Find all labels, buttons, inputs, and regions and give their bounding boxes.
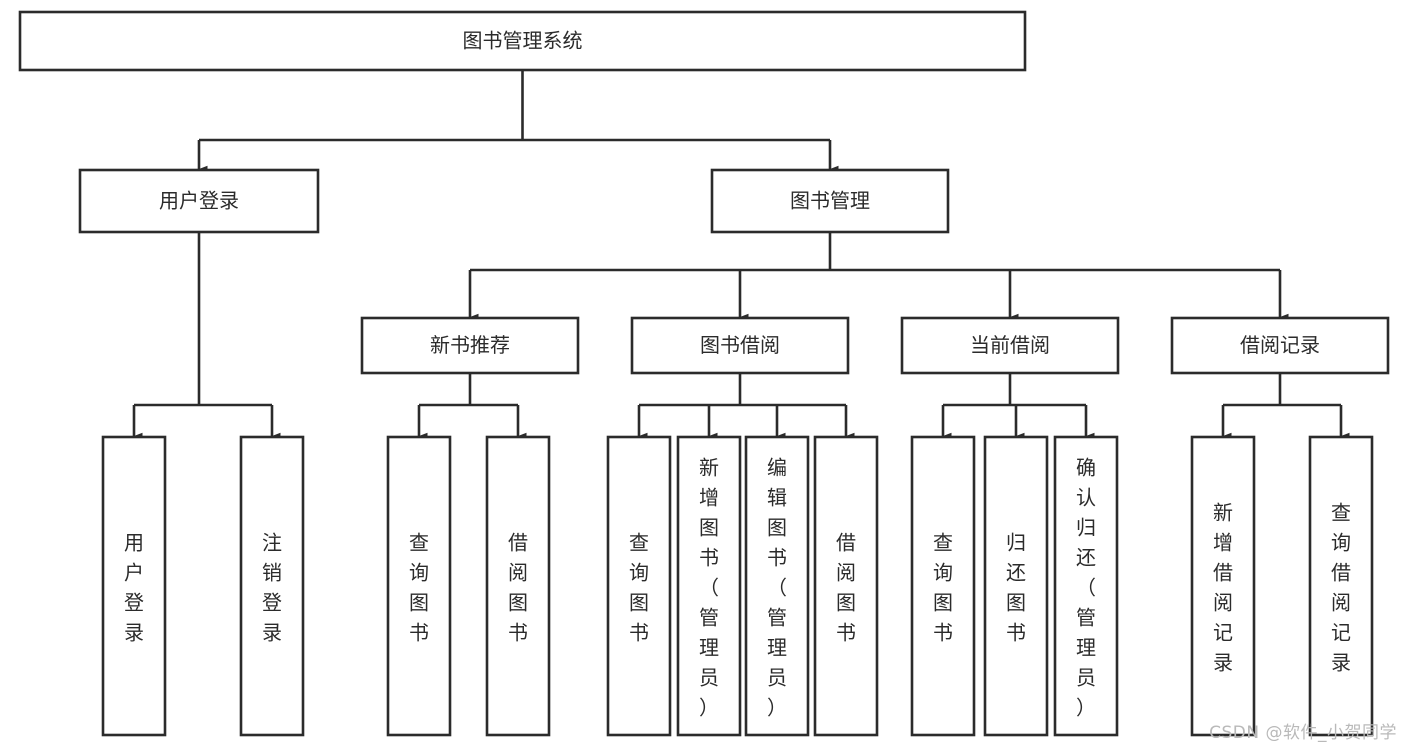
- node-label-leaf-borrow-2: 新增图书（管理员）: [699, 455, 719, 719]
- node-box-leaf-new-1[interactable]: [386, 435, 452, 737]
- node-leaf-records-2[interactable]: 查询借阅记录: [1308, 435, 1374, 737]
- node-label-leaf-current-3: 确认归还（管理员）: [1076, 455, 1096, 719]
- node-borrow[interactable]: 图书借阅: [630, 316, 850, 375]
- node-leaf-new-2[interactable]: 借阅图书: [485, 435, 551, 737]
- node-leaf-login-1[interactable]: 用户登录: [101, 435, 167, 737]
- node-label-borrow: 图书借阅: [700, 333, 780, 357]
- connector-group-login: [132, 232, 281, 440]
- node-box-leaf-current-2[interactable]: [983, 435, 1049, 737]
- node-label-leaf-borrow-4: 借阅图书: [836, 530, 856, 644]
- node-box-leaf-login-2[interactable]: [239, 435, 305, 737]
- node-records[interactable]: 借阅记录: [1170, 316, 1390, 375]
- node-label-newbook: 新书推荐: [430, 333, 510, 357]
- node-bookmgmt[interactable]: 图书管理: [710, 168, 950, 234]
- node-box-leaf-login-1[interactable]: [101, 435, 167, 737]
- node-leaf-records-1[interactable]: 新增借阅记录: [1190, 435, 1256, 737]
- node-box-leaf-records-2[interactable]: [1308, 435, 1374, 737]
- node-label-leaf-records-2: 查询借阅记录: [1331, 500, 1351, 674]
- node-label-records: 借阅记录: [1240, 333, 1320, 357]
- watermark: CSDN @软件_小贺同学: [1209, 723, 1397, 743]
- connector-group-newbook: [417, 373, 527, 440]
- node-leaf-current-2[interactable]: 归还图书: [983, 435, 1049, 737]
- node-box-borrow[interactable]: [630, 316, 850, 375]
- node-box-newbook[interactable]: [360, 316, 580, 375]
- connector-group-root: [197, 70, 839, 173]
- node-box-leaf-borrow-3[interactable]: [744, 435, 810, 737]
- node-leaf-borrow-2[interactable]: 新增图书（管理员）: [676, 435, 742, 737]
- node-label-leaf-login-1: 用户登录: [124, 530, 144, 644]
- node-box-leaf-current-1[interactable]: [910, 435, 976, 737]
- node-label-root: 图书管理系统: [463, 29, 583, 53]
- node-leaf-borrow-1[interactable]: 查询图书: [606, 435, 672, 737]
- node-box-records[interactable]: [1170, 316, 1390, 375]
- node-box-leaf-records-1[interactable]: [1190, 435, 1256, 737]
- connector-group-current: [941, 373, 1095, 440]
- node-label-current: 当前借阅: [970, 333, 1050, 357]
- node-current[interactable]: 当前借阅: [900, 316, 1120, 375]
- node-label-leaf-new-1: 查询图书: [409, 530, 429, 644]
- node-box-leaf-borrow-4[interactable]: [813, 435, 879, 737]
- node-layer: 图书管理系统用户登录图书管理新书推荐图书借阅当前借阅借阅记录用户登录注销登录查询…: [18, 10, 1390, 737]
- node-label-leaf-current-1: 查询图书: [933, 530, 953, 644]
- node-newbook[interactable]: 新书推荐: [360, 316, 580, 375]
- node-label-leaf-login-2: 注销登录: [262, 530, 282, 644]
- node-leaf-current-3[interactable]: 确认归还（管理员）: [1053, 435, 1119, 737]
- node-leaf-borrow-3[interactable]: 编辑图书（管理员）: [744, 435, 810, 737]
- connector-group-bookmgmt: [468, 232, 1289, 321]
- node-label-leaf-current-2: 归还图书: [1006, 530, 1026, 644]
- node-label-leaf-borrow-1: 查询图书: [629, 530, 649, 644]
- connector-group-borrow: [637, 373, 855, 440]
- node-leaf-current-1[interactable]: 查询图书: [910, 435, 976, 737]
- node-root[interactable]: 图书管理系统: [18, 10, 1027, 72]
- node-leaf-new-1[interactable]: 查询图书: [386, 435, 452, 737]
- node-leaf-login-2[interactable]: 注销登录: [239, 435, 305, 737]
- node-label-leaf-records-1: 新增借阅记录: [1213, 500, 1233, 674]
- node-box-root[interactable]: [18, 10, 1027, 72]
- node-label-leaf-new-2: 借阅图书: [508, 530, 528, 644]
- node-box-bookmgmt[interactable]: [710, 168, 950, 234]
- node-box-leaf-borrow-1[interactable]: [606, 435, 672, 737]
- node-label-login: 用户登录: [159, 189, 239, 213]
- node-login[interactable]: 用户登录: [78, 168, 320, 234]
- node-label-leaf-borrow-3: 编辑图书（管理员）: [767, 455, 787, 719]
- connector-layer: [132, 70, 1350, 440]
- node-label-bookmgmt: 图书管理: [790, 189, 870, 213]
- node-box-leaf-current-3[interactable]: [1053, 435, 1119, 737]
- connector-group-records: [1221, 373, 1350, 440]
- node-leaf-borrow-4[interactable]: 借阅图书: [813, 435, 879, 737]
- node-box-login[interactable]: [78, 168, 320, 234]
- node-box-current[interactable]: [900, 316, 1120, 375]
- node-box-leaf-borrow-2[interactable]: [676, 435, 742, 737]
- node-box-leaf-new-2[interactable]: [485, 435, 551, 737]
